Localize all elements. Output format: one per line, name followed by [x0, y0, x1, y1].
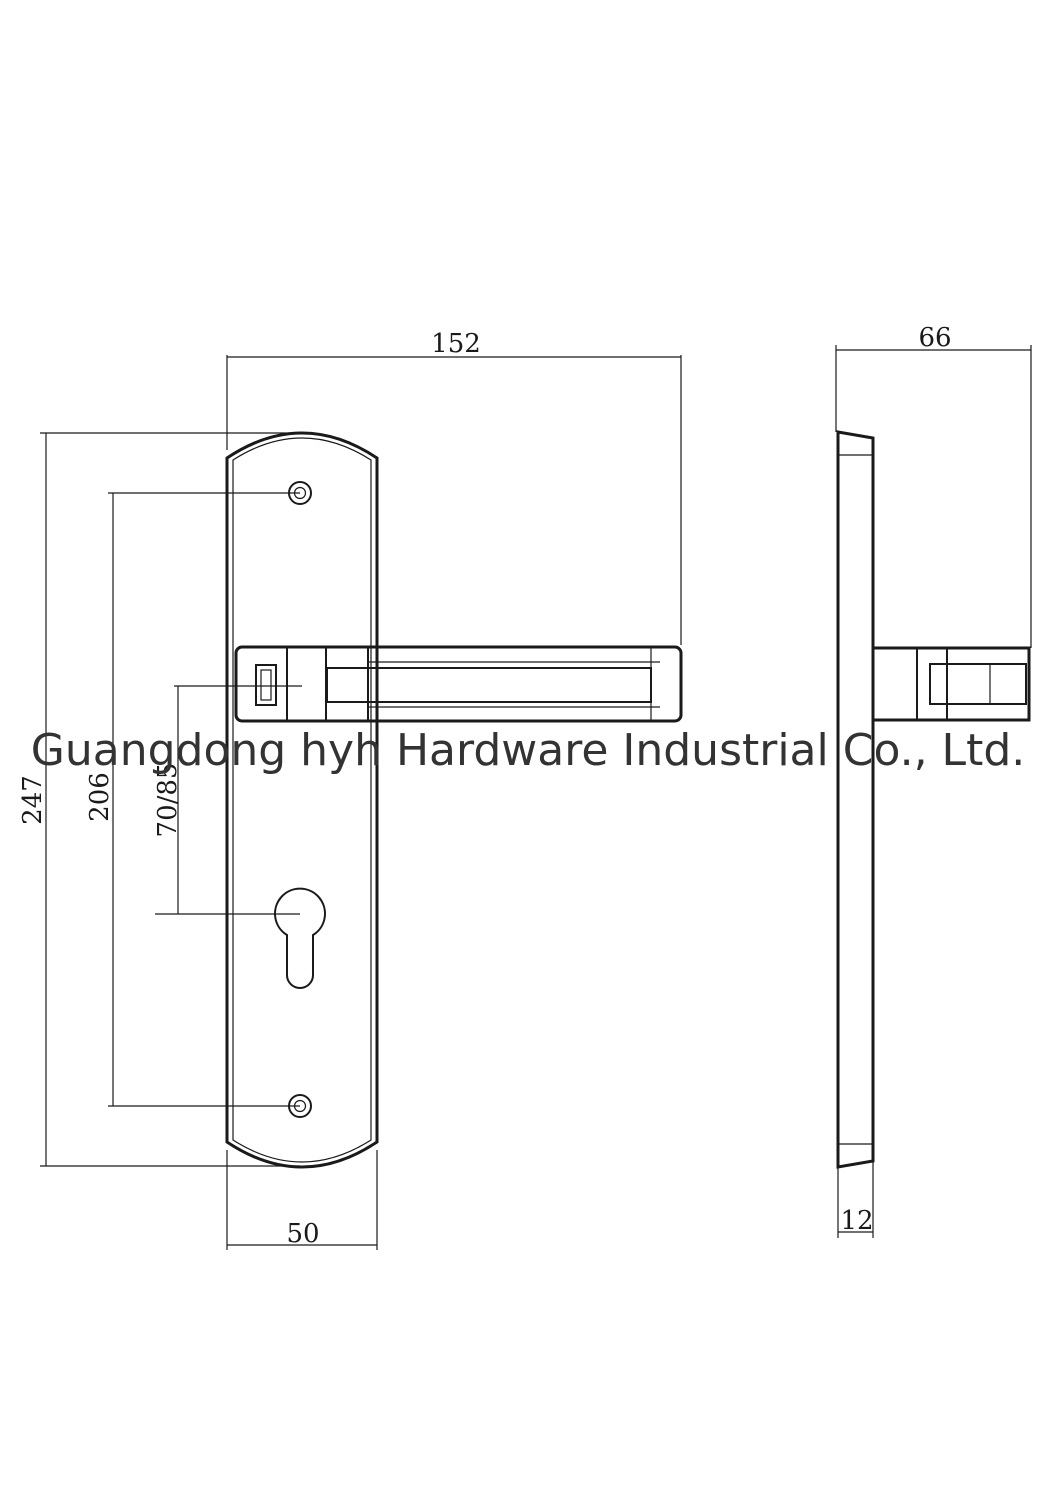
- company-watermark: Guangdong hyh Hardware Industrial Co., L…: [31, 725, 1026, 776]
- dim-247-label: 247: [18, 775, 48, 825]
- dim-50-label: 50: [286, 1219, 319, 1249]
- dim-70-85-label: 70/85: [153, 763, 183, 838]
- dim-12-label: 12: [840, 1206, 873, 1236]
- side-view: [836, 430, 1031, 1169]
- lever-rose: [255, 664, 277, 706]
- front-view: [225, 431, 683, 1169]
- keyhole: [274, 887, 326, 989]
- back-plate-outline: [225, 431, 379, 1169]
- side-lever: [871, 646, 1031, 722]
- dimension-lines: [40, 345, 1032, 1250]
- dim-152-label: 152: [431, 329, 481, 359]
- lever-handle: [234, 645, 683, 723]
- back-plate-inner-edge: [232, 437, 372, 1163]
- dim-66-label: 66: [918, 323, 951, 353]
- dim-206-label: 206: [85, 772, 115, 822]
- side-plate-outline: [836, 430, 875, 1169]
